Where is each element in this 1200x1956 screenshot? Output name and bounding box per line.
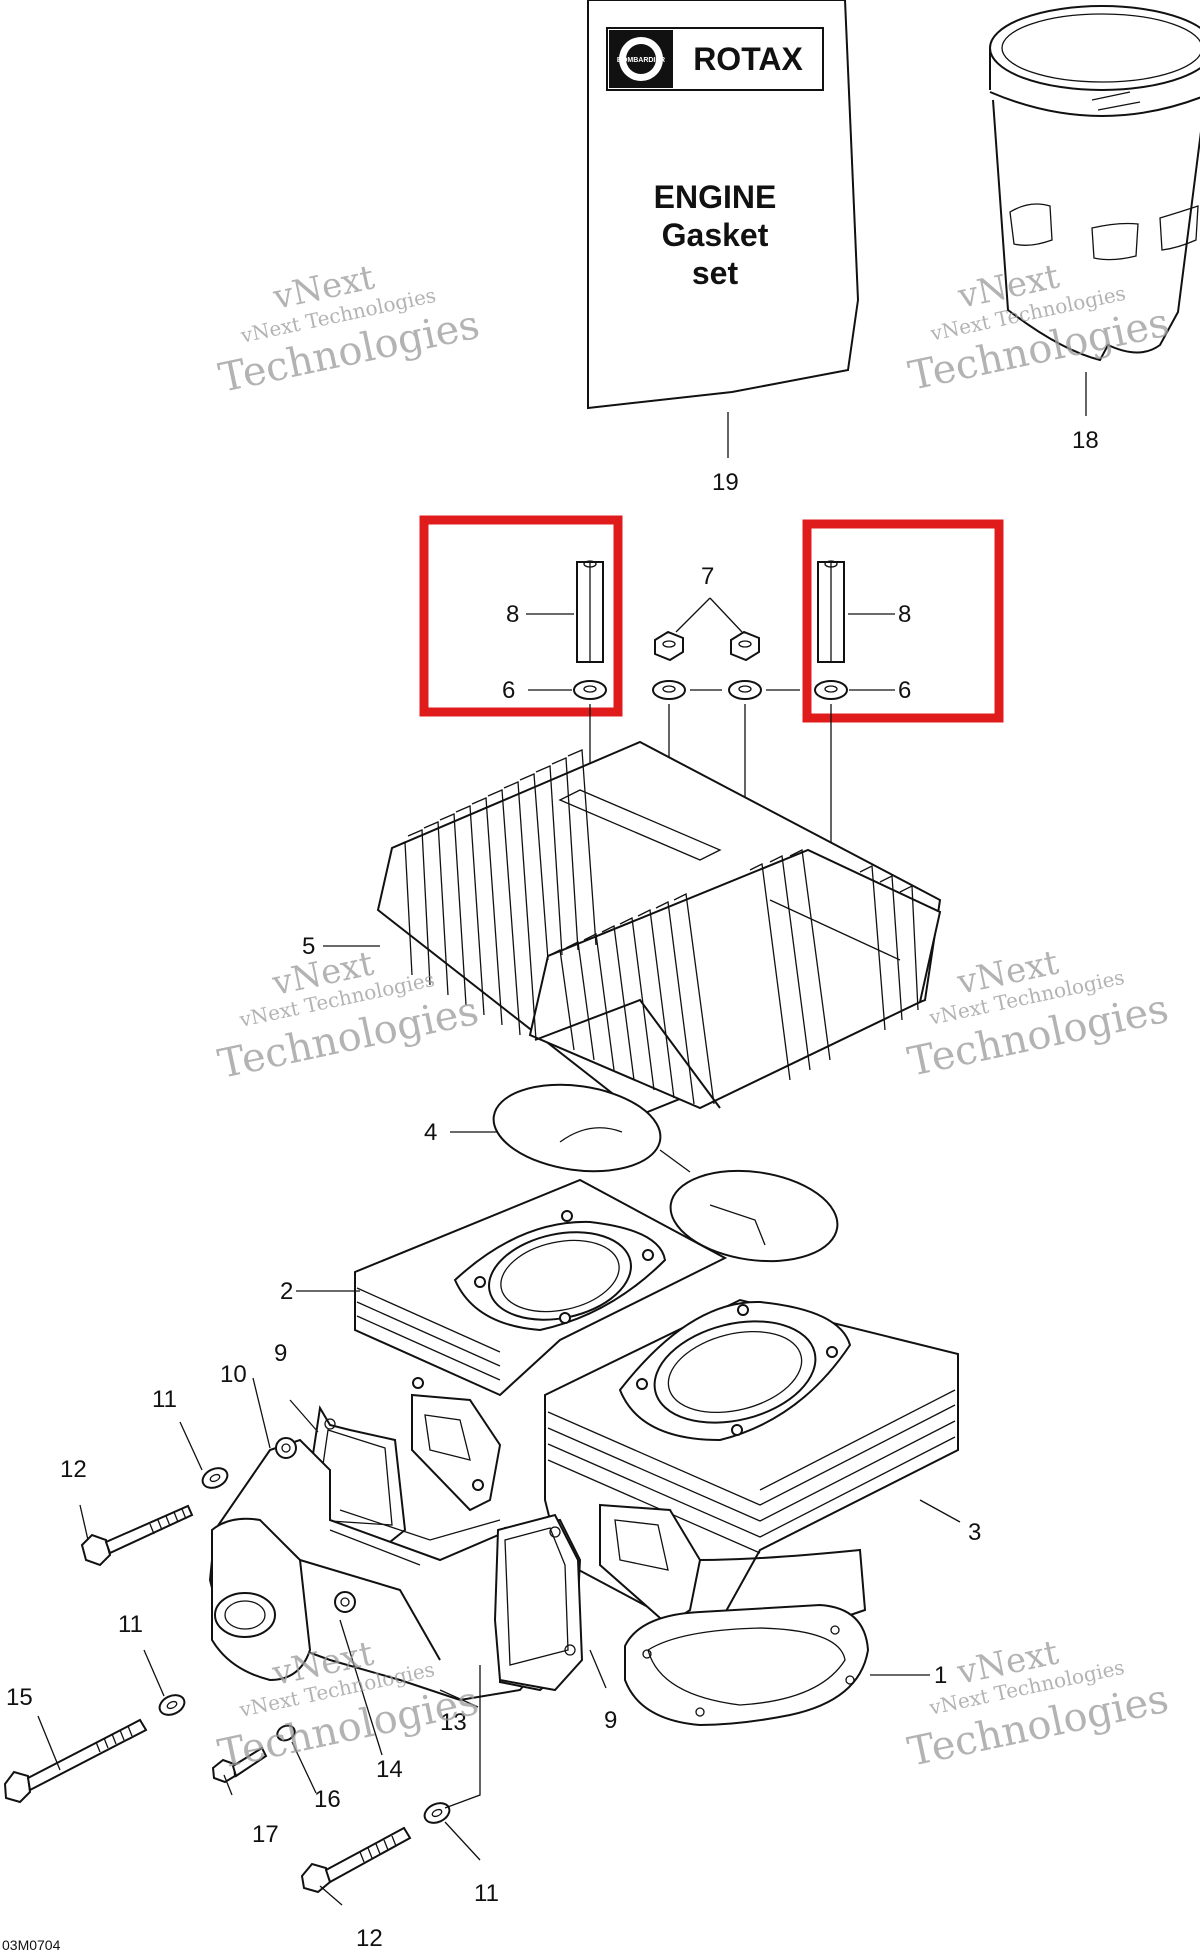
package-title-line-1: ENGINE: [654, 179, 777, 215]
callout-11-top: 11: [152, 1386, 177, 1413]
washer-left: [573, 680, 607, 700]
cylinder-right: [544, 1298, 959, 1642]
callout-14: 14: [376, 1756, 403, 1783]
cylinder-left: [354, 1178, 728, 1512]
bolt-12-top: [80, 1504, 194, 1567]
callout-19: 19: [712, 469, 739, 496]
manifold-gasket-lower: [493, 1513, 584, 1692]
callout-6-right: 6: [898, 677, 911, 704]
callout-2: 2: [280, 1278, 293, 1305]
cylinder-sleeve: [989, 5, 1200, 362]
callout-16: 16: [314, 1786, 341, 1813]
base-gasket: [624, 1603, 870, 1727]
washer-16: [276, 1724, 296, 1742]
nut-left: [654, 630, 684, 662]
nut-right: [730, 630, 760, 662]
callout-1: 1: [934, 1662, 947, 1689]
gasket-set-package: BOMBARDIER ROTAX ENGINE Gasket set: [587, 0, 860, 410]
callout-8-left: 8: [506, 601, 519, 628]
callout-10: 10: [220, 1361, 247, 1388]
callout-11-bottom: 11: [474, 1880, 499, 1907]
callout-17: 17: [252, 1821, 279, 1848]
package-brand-sub: BOMBARDIER: [617, 57, 665, 64]
callout-3: 3: [968, 1519, 981, 1546]
callout-18: 18: [1072, 427, 1099, 454]
stud-left: [576, 560, 604, 663]
package-brand: ROTAX: [693, 41, 803, 77]
callout-6-left: 6: [502, 677, 515, 704]
callout-15: 15: [6, 1684, 33, 1711]
callout-9-bottom: 9: [604, 1707, 617, 1734]
head-gasket-right: [669, 1169, 839, 1263]
callout-8-right: 8: [898, 601, 911, 628]
bolt-12-bottom: [300, 1826, 412, 1894]
callout-5: 5: [302, 933, 315, 960]
screw-17: [211, 1746, 268, 1784]
callout-12-top: 12: [60, 1456, 87, 1483]
package-title-line-2: Gasket: [662, 217, 769, 253]
washer-11-top: [201, 1467, 229, 1489]
watermark-6: vNext vNext Technologies Technologies: [904, 1632, 1173, 1775]
callout-13: 13: [440, 1709, 467, 1736]
cylinder-head: [376, 740, 942, 1117]
head-gasket-left: [492, 1083, 662, 1173]
callout-12-bottom: 12: [356, 1925, 383, 1952]
package-title-line-3: set: [692, 255, 739, 291]
washer-right: [814, 680, 848, 700]
callout-9-top: 9: [274, 1340, 287, 1367]
stud-right: [817, 560, 845, 663]
callout-4: 4: [424, 1119, 437, 1146]
callout-11-mid: 11: [118, 1611, 143, 1638]
highlight-box-right: [802, 519, 1004, 723]
figure-code: 03M0704: [2, 1937, 61, 1953]
washer-11-mid: [158, 1694, 186, 1716]
watermark-2: vNext vNext Technologies Technologies: [905, 256, 1174, 399]
callout-7: 7: [701, 563, 714, 590]
watermark-1: vNext vNext Technologies Technologies: [215, 257, 484, 401]
bolt-15: [3, 1718, 148, 1804]
highlight-box-left: [419, 515, 623, 717]
washer-11-bottom: [423, 1802, 451, 1824]
